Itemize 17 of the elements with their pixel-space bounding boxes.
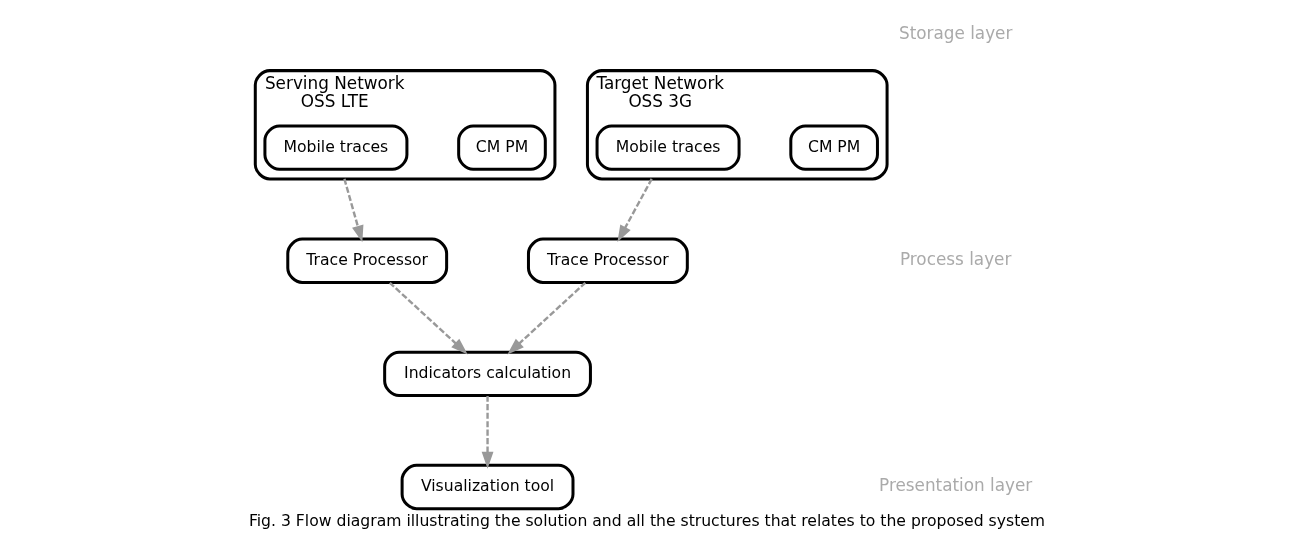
arrow bbox=[481, 395, 494, 469]
node-box: Trace Processor bbox=[286, 237, 449, 284]
node-box: Trace Processor bbox=[526, 237, 689, 284]
label: Presentation layer bbox=[879, 475, 1033, 496]
node-box: Indicators calculation bbox=[383, 350, 592, 398]
arrow bbox=[617, 178, 653, 243]
label: Storage layer bbox=[898, 22, 1013, 43]
node-box: CM PM bbox=[457, 124, 547, 171]
node-box: Visualization tool bbox=[400, 463, 575, 511]
arrow bbox=[507, 281, 587, 355]
arrow bbox=[343, 178, 364, 243]
label: Process layer bbox=[899, 249, 1012, 270]
caption: Fig. 3 Flow diagram illustrating the solution and all the structures that relates to the proposed system bbox=[248, 510, 1046, 530]
arrow bbox=[389, 281, 468, 355]
node-box: CM PM bbox=[789, 124, 879, 171]
node-box: Mobile traces bbox=[595, 124, 741, 171]
node-box: Mobile traces bbox=[263, 124, 409, 171]
